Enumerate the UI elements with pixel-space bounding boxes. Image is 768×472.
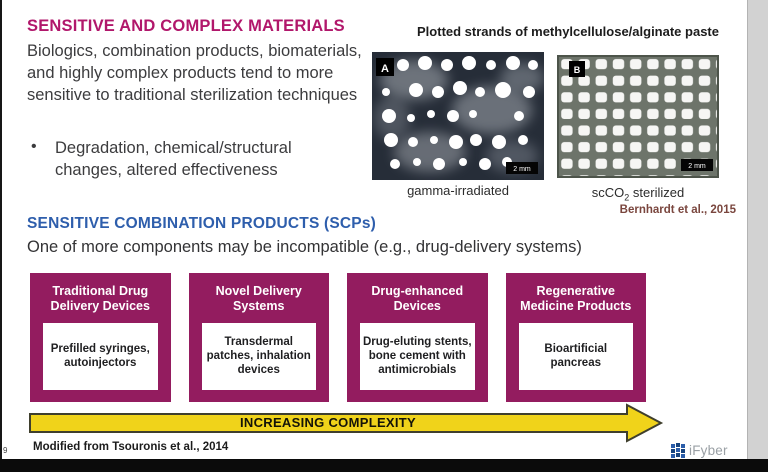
- ifyber-logo-icon: [671, 442, 685, 458]
- category-title: Novel Delivery Systems: [215, 284, 302, 314]
- category-title: Regenerative Medicine Products: [520, 284, 632, 314]
- category-inner-box: Bioartificial pancreas: [518, 322, 633, 390]
- arrow-label: INCREASING COMPLEXITY: [239, 415, 417, 430]
- page-number: 9: [3, 446, 8, 455]
- panel-b-scalebar-box: [681, 159, 713, 171]
- section2-subtitle: One of more components may be incompatib…: [27, 238, 582, 256]
- category-examples: Prefilled syringes, autoinjectors: [50, 342, 150, 370]
- category-inner-box: Prefilled syringes, autoinjectors: [43, 322, 158, 390]
- category-title: Drug-enhanced Devices: [371, 284, 464, 314]
- category-box-regenerative: Regenerative Medicine Products Bioartifi…: [505, 273, 646, 402]
- section1-body: Biologics, combination products, biomate…: [27, 42, 362, 104]
- category-examples: Drug-eluting stents, bone cement with an…: [362, 335, 472, 377]
- panel-a-scalebar-box: [506, 162, 538, 174]
- category-examples: Transdermal patches, inhalation devices: [206, 335, 311, 377]
- caption-scco2-sterilized: scCO2 sterilized: [552, 185, 724, 203]
- panel-b-scalebar-label: 2 mm: [688, 163, 706, 170]
- caption-b-sub: 2: [624, 192, 630, 203]
- category-inner-box: Drug-eluting stents, bone cement with an…: [360, 322, 475, 390]
- bottom-black-bar: [0, 459, 768, 472]
- panel-a-label: A: [381, 63, 389, 75]
- category-box-novel-delivery: Novel Delivery Systems Transdermal patch…: [188, 273, 329, 402]
- figure-citation: Bernhardt et al., 2015: [619, 204, 736, 216]
- ifyber-logo-text: iFyber: [689, 442, 728, 458]
- category-inner-box: Transdermal patches, inhalation devices: [201, 322, 316, 390]
- category-box-drug-enhanced: Drug-enhanced Devices Drug-eluting stent…: [347, 273, 488, 402]
- ifyber-logo: iFyber: [670, 441, 728, 459]
- right-gray-strip: [747, 0, 768, 459]
- left-border: [0, 0, 2, 459]
- category-box-traditional: Traditional Drug Delivery Devices Prefil…: [30, 273, 171, 402]
- panel-b-label: B: [574, 65, 581, 75]
- section1-bullet-text: Degradation, chemical/structural changes…: [55, 139, 292, 179]
- bullet-icon: •: [31, 138, 37, 155]
- micrograph-scco2-sterilized: B 2 mm: [557, 55, 719, 178]
- arrow-shape-icon: [29, 403, 664, 443]
- category-title: Traditional Drug Delivery Devices: [50, 284, 150, 314]
- section2-heading: SENSITIVE COMBINATION PRODUCTS (SCPs): [27, 215, 376, 232]
- section1-bullet-row: • Degradation, chemical/structural chang…: [31, 138, 361, 182]
- caption-b-post: sterilized: [629, 185, 685, 200]
- panel-b-label-box: [569, 61, 585, 77]
- figure-title: Plotted strands of methylcellulose/algin…: [417, 24, 719, 39]
- increasing-complexity-arrow: INCREASING COMPLEXITY: [28, 403, 666, 443]
- caption-gamma-irradiated: gamma-irradiated: [407, 183, 509, 198]
- category-examples: Bioartificial pancreas: [544, 342, 608, 370]
- panel-a-scalebar-label: 2 mm: [513, 166, 531, 173]
- caption-b-pre: scCO: [591, 185, 625, 200]
- micrograph-gamma-irradiated: A 2 mm: [372, 52, 544, 180]
- source-attribution: Modified from Tsouronis et al., 2014: [33, 441, 229, 453]
- category-box-row: Traditional Drug Delivery Devices Prefil…: [30, 273, 646, 402]
- section1-heading: SENSITIVE AND COMPLEX MATERIALS: [27, 17, 345, 35]
- panel-a-label-box: [376, 58, 394, 76]
